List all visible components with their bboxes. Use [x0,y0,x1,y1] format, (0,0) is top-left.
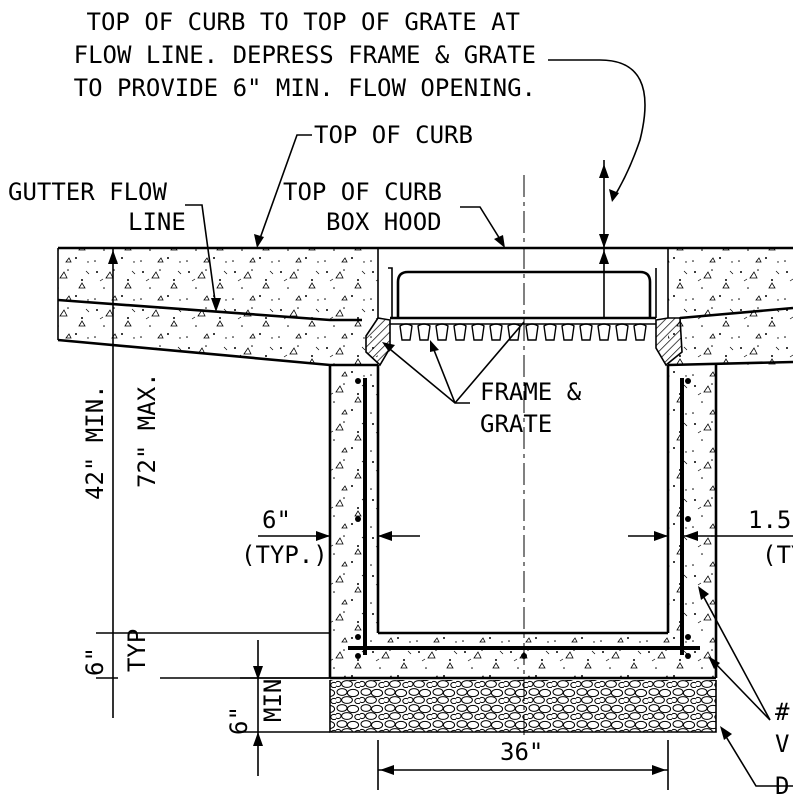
grate [390,316,656,341]
grate-bar [417,323,431,341]
frame-grate-label-line-1: FRAME & [480,378,582,406]
grate-bar [525,323,539,341]
gravel-base [329,680,717,733]
grate-depression-dimension [599,160,609,318]
grate-bar [597,323,611,341]
grate-bar [471,323,485,341]
base-dim-min: MIN [259,679,287,722]
rebar-callout-text: # [775,698,790,726]
grate-bar [543,323,557,341]
gutter-flow-label-line-2: LINE [128,208,186,236]
grate-bar [489,323,503,341]
depress-note-line-2: FLOW LINE. DEPRESS FRAME & GRATE [74,41,536,69]
slab-dim-typ: TYP [123,629,151,672]
grate-bar [435,323,449,341]
depth-min-label: 42" MIN. [81,384,109,500]
base-callout: D [720,726,793,799]
rebar-callout-text-2: V [775,730,789,758]
box-hood [377,246,669,318]
gutter-flow-label-line-1: GUTTER FLOW [8,178,167,206]
frame-castings [365,317,683,367]
width-dimension: 36" [377,738,669,790]
top-of-curb-label: TOP OF CURB [314,121,473,149]
grate-bar [579,323,593,341]
slab-dim-value: 6" [81,647,109,676]
base-dim-value: 6" [225,706,253,735]
base-dimension: 6" MIN [225,640,330,776]
wall-dim-typ: (TYP.) [241,541,328,569]
frame-grate-label-line-2: GRATE [480,410,552,438]
grate-bar [615,323,629,341]
width-dim-value: 36" [500,738,543,766]
box-hood-label-line-2: BOX HOOD [326,208,442,236]
base-slab [330,631,716,680]
depth-max-label: 72" MAX. [133,372,161,488]
base-callout-text: D [775,772,789,794]
grate-bar [633,323,647,341]
box-hood-label-line-1: TOP OF CURB [283,178,442,206]
cover-dim-value: 1.5" [748,506,793,534]
cover-dimension: 1.5" (TY [628,506,793,569]
left-wall [328,365,380,678]
depress-note-line-1: TOP OF CURB TO TOP OF GRATE AT [87,8,520,36]
depth-dimension: 42" MIN. 72" MAX. 6" TYP [81,248,330,718]
curb-slab-left [57,246,378,368]
curb-slab-right [667,246,793,367]
wall-dim-value: 6" [262,506,291,534]
depress-note-line-3: TO PROVIDE 6" MIN. FLOW OPENING. [74,74,536,102]
grate-bar [561,323,575,341]
grate-bar [507,323,521,341]
grate-bar [399,323,413,341]
cover-dim-typ: (TY [762,541,793,569]
right-wall [666,365,718,678]
wall-thickness-dimension: 6" (TYP.) [241,506,420,569]
rebar-callout: # V [698,586,790,758]
grate-bar [453,323,467,341]
